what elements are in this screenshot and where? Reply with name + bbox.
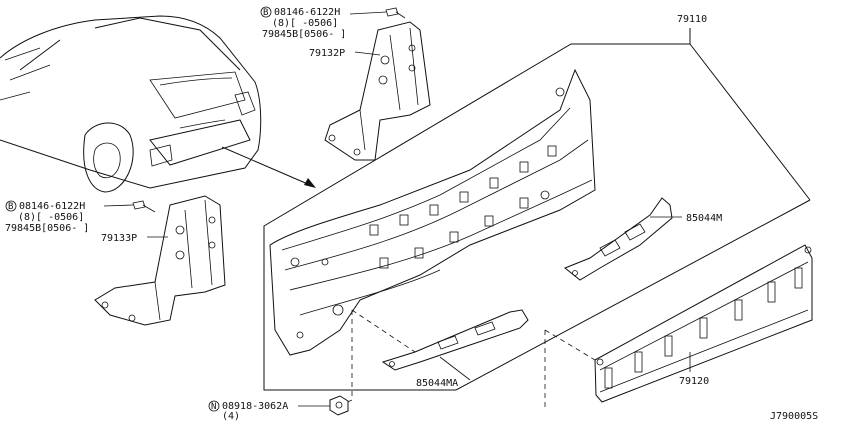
qty-date-bolt-left: (8)[ -0506] bbox=[18, 212, 84, 223]
label-79133P: 79133P bbox=[101, 233, 137, 244]
label-79132P: 79132P bbox=[309, 48, 345, 59]
callout-marker: B bbox=[263, 8, 268, 18]
part-number-bolt-left: 08146-6122H bbox=[19, 201, 85, 212]
part-number-nut: 08918-3062A bbox=[222, 401, 288, 412]
bolt-left bbox=[132, 200, 156, 213]
callout-nut: N 08918-3062A (4) bbox=[208, 400, 288, 422]
figure-code: J790005S bbox=[770, 411, 818, 422]
qty-nut: (4) bbox=[222, 411, 240, 422]
alt-part-bolt-top: 79845B[0506- ] bbox=[262, 29, 346, 40]
reinforcement-85044M bbox=[564, 197, 673, 281]
panel-slots bbox=[369, 145, 557, 269]
nut bbox=[329, 395, 349, 416]
bracket-79133P bbox=[94, 195, 226, 326]
reinforcement-85044MA bbox=[381, 309, 529, 371]
assembly-frame bbox=[263, 28, 811, 391]
label-85044MA: 85044MA bbox=[416, 378, 458, 389]
label-79120: 79120 bbox=[679, 376, 709, 387]
callout-marker: N bbox=[211, 402, 216, 412]
direction-arrow bbox=[221, 146, 316, 188]
rear-panel-79110 bbox=[269, 68, 596, 356]
alt-part-bolt-left: 79845B[0506- ] bbox=[5, 223, 89, 234]
label-85044M: 85044M bbox=[686, 213, 722, 224]
callout-bolt-top: B 08146-6122H (8)[ -0506] 79845B[0506- ] bbox=[260, 6, 346, 40]
label-79110: 79110 bbox=[677, 14, 707, 25]
qty-date-bolt-top: (8)[ -0506] bbox=[272, 18, 338, 29]
vehicle-illustration bbox=[0, 15, 262, 193]
assembly-guides bbox=[329, 309, 596, 411]
callout-marker: B bbox=[8, 202, 13, 212]
bracket-79132P bbox=[324, 21, 431, 161]
callout-bolt-left: B 08146-6122H (8)[ -0506] 79845B[0506- ] bbox=[5, 200, 89, 234]
finisher-slots bbox=[604, 267, 803, 389]
leader-lines bbox=[103, 11, 691, 407]
bolt-top bbox=[385, 7, 406, 19]
part-number-bolt-top: 08146-6122H bbox=[274, 7, 340, 18]
finisher-79120 bbox=[594, 244, 813, 403]
